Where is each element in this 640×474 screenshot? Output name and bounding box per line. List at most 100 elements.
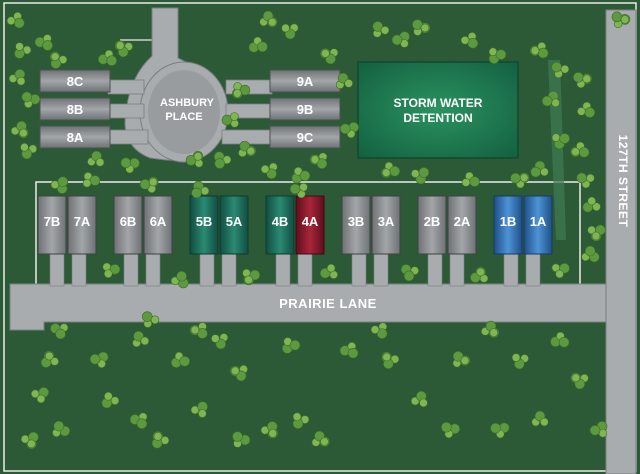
tree [321, 49, 330, 58]
tree [372, 21, 384, 32]
row-units [37, 195, 553, 255]
cul-de-sac-island [148, 70, 220, 154]
tree [467, 37, 479, 49]
tree [230, 112, 239, 121]
unit-7a[interactable] [67, 195, 97, 255]
unit-4b[interactable] [265, 195, 295, 255]
tree [281, 23, 290, 33]
tree [541, 95, 553, 107]
label-unit-3b: 3B [347, 214, 365, 229]
tree [109, 264, 121, 275]
tree [540, 417, 549, 427]
label-unit-6a: 6A [149, 214, 167, 229]
label-unit-7a: 7A [73, 214, 91, 229]
tree [316, 158, 328, 169]
tree [540, 167, 549, 177]
tree [571, 147, 580, 157]
tree [558, 337, 570, 348]
tree [27, 439, 36, 449]
tree [469, 176, 480, 187]
building-9b[interactable] [269, 97, 341, 121]
unit-5a[interactable] [219, 195, 249, 255]
tree [148, 177, 158, 187]
tree [530, 46, 540, 55]
tree [214, 158, 226, 169]
tree [519, 173, 529, 183]
building-8c[interactable] [39, 69, 111, 93]
unit-5b[interactable] [189, 195, 219, 255]
label-127th-street: 127TH STREET [616, 134, 630, 228]
tree [310, 155, 320, 164]
tree [476, 267, 485, 277]
tree [139, 178, 151, 190]
tree [289, 183, 301, 195]
label-storm-water-line2: DETENTION [403, 111, 473, 125]
unit-3b[interactable] [341, 195, 371, 255]
tree [370, 325, 380, 334]
tree [578, 146, 590, 158]
tree [89, 353, 101, 365]
tree [15, 42, 24, 51]
tree [21, 91, 33, 103]
tree [249, 269, 261, 281]
tree [537, 47, 549, 59]
tree [20, 142, 29, 152]
tree [551, 133, 561, 142]
driveways [49, 249, 541, 287]
tree [16, 76, 26, 86]
tree [292, 412, 302, 422]
label-unit-9b: 9B [296, 102, 314, 117]
tree [185, 155, 197, 166]
tree [452, 350, 464, 362]
tree [150, 315, 160, 325]
building-8a[interactable] [39, 125, 111, 149]
unit-3a[interactable] [371, 195, 401, 255]
label-unit-8c: 8C [66, 74, 84, 89]
label-unit-9c: 9C [296, 130, 314, 145]
tree [257, 41, 268, 53]
unit-2b[interactable] [417, 195, 447, 255]
tree [104, 391, 113, 401]
unit-6a[interactable] [143, 195, 173, 255]
tree [246, 146, 256, 156]
building-9c[interactable] [269, 125, 341, 149]
tree [586, 173, 595, 183]
building-8b[interactable] [39, 97, 111, 121]
tree [42, 40, 53, 51]
tree [587, 196, 596, 206]
tree [82, 178, 92, 188]
inner-path [35, 181, 581, 290]
tree [200, 186, 210, 196]
tree [193, 152, 203, 161]
tree [106, 55, 118, 66]
tree [380, 25, 390, 35]
tree [13, 17, 25, 29]
tree [591, 231, 601, 241]
unit-4a[interactable] [295, 195, 325, 255]
tree [19, 128, 28, 138]
tree [233, 89, 242, 98]
unit-6b[interactable] [113, 195, 143, 255]
tree [55, 328, 66, 340]
unit-7b[interactable] [37, 195, 67, 255]
tree [571, 373, 581, 383]
unit-2a[interactable] [447, 195, 477, 255]
tree [376, 328, 388, 339]
tree [559, 133, 570, 144]
tree [511, 353, 521, 362]
tree [221, 114, 233, 126]
tree [299, 170, 311, 181]
unit-1a[interactable] [523, 195, 553, 255]
tree [420, 23, 430, 33]
tree [232, 431, 243, 442]
tree [103, 269, 113, 279]
tree [198, 409, 207, 418]
unit-1b[interactable] [493, 195, 523, 255]
tree [115, 41, 125, 50]
tree [419, 398, 428, 408]
label-ashbury-line1: ASHBURY [160, 97, 214, 109]
label-ashbury-line2: PLACE [165, 111, 203, 123]
tree [551, 61, 562, 73]
tree [582, 74, 592, 84]
tree [153, 432, 163, 441]
